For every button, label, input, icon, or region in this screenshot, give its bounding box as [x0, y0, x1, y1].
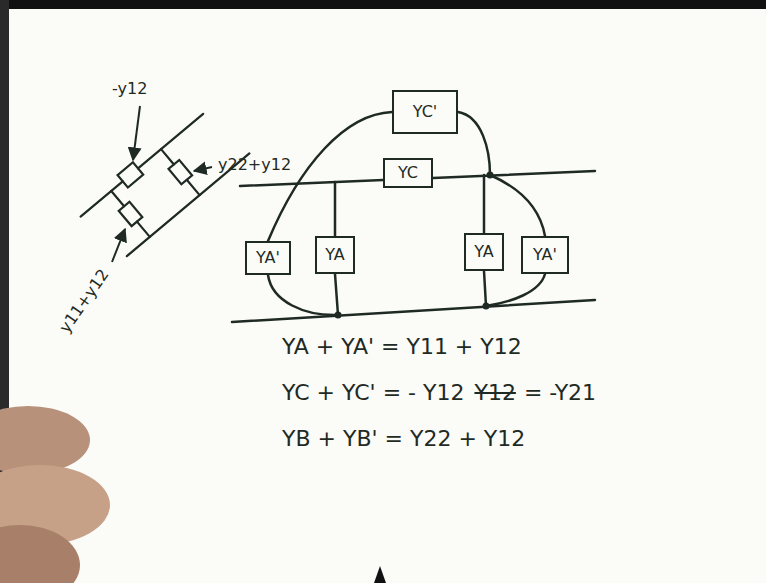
wire [458, 112, 490, 175]
admittance-box: YA' [521, 236, 569, 274]
wire [490, 175, 545, 236]
wire [486, 274, 545, 306]
sketch-annotation: y22+y12 [218, 156, 291, 174]
admittance-name: YA [325, 246, 344, 264]
admittance-box: YC' [392, 90, 458, 134]
board-top-edge [0, 0, 766, 9]
admittance-name: YA [474, 243, 493, 261]
pen-tip [374, 566, 386, 583]
admittance-box: YC [383, 158, 433, 188]
hand [0, 406, 110, 583]
leader-arrow [133, 106, 140, 160]
junction-dot [487, 172, 494, 179]
sketch-wire [111, 191, 150, 237]
admittance-name: YC [398, 164, 418, 182]
equation-text: = -Y21 [524, 380, 596, 405]
top-rail [240, 180, 383, 186]
leader-arrow [194, 167, 212, 171]
wire [484, 271, 486, 306]
wire [268, 275, 338, 315]
top-rail [433, 171, 595, 178]
admittance-box: YA' [245, 241, 291, 275]
sketch-wire [161, 149, 200, 195]
wire [268, 112, 392, 241]
leader-arrow [112, 229, 125, 262]
equation-text: YC + YC' = - Y12 [282, 380, 464, 405]
junction-dot [335, 312, 342, 319]
equation-text: YA + YA' = Y11 + Y12 [282, 334, 522, 359]
hand-finger [0, 525, 80, 583]
wire [483, 175, 486, 233]
shunt-box [119, 202, 143, 226]
admittance-box: YA [315, 236, 355, 274]
sketch-annotation: -y12 [112, 80, 147, 98]
wire [335, 274, 338, 315]
admittance-name: YA' [533, 246, 557, 264]
wire [334, 182, 337, 236]
series-box [118, 162, 144, 187]
admittance-box: YA [464, 233, 504, 271]
admittance-name: YA' [256, 249, 280, 267]
pi-sketch [75, 101, 249, 262]
admittance-name: YC' [413, 103, 437, 121]
equation-text: Y12 [474, 380, 515, 405]
shunt-box [169, 160, 193, 184]
junction-dot [483, 303, 490, 310]
equation-text: YB + YB' = Y22 + Y12 [282, 426, 525, 451]
hand-finger [0, 406, 90, 474]
sketch-rail [81, 181, 123, 216]
sketch-annotation: y11+y12 [56, 266, 113, 336]
